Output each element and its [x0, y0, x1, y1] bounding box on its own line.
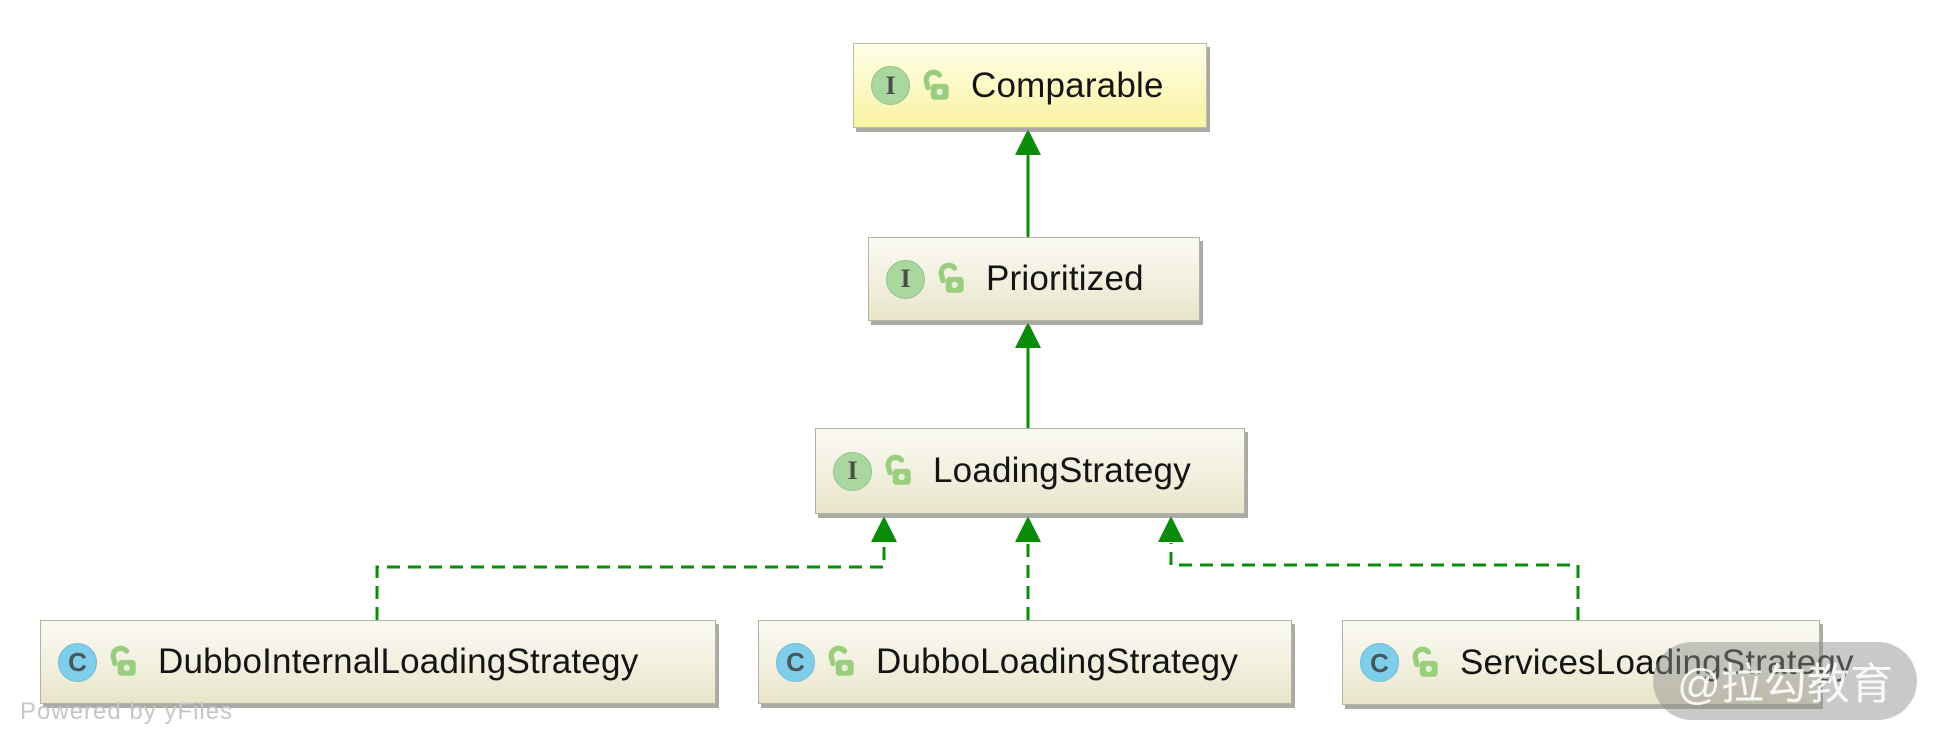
- node-label: DubboLoadingStrategy: [876, 642, 1239, 681]
- public-lock-icon: [1412, 646, 1438, 677]
- node-loading-strategy[interactable]: I LoadingStrategy: [815, 428, 1245, 514]
- public-lock-icon: [885, 454, 911, 485]
- interface-icon: I: [886, 259, 925, 299]
- public-lock-icon: [828, 645, 854, 676]
- node-services-loading-strategy[interactable]: C ServicesLoadingStrategy: [1342, 620, 1854, 705]
- node-label: DubboInternalLoadingStrategy: [158, 642, 639, 681]
- edge-implements-dubbointernal-loadingstrategy: [375, 516, 897, 620]
- node-dubbo-loading-strategy[interactable]: C DubboLoadingStrategy: [758, 620, 1292, 704]
- interface-icon: I: [833, 451, 872, 491]
- node-label: LoadingStrategy: [933, 451, 1191, 490]
- powered-by-yfiles-label: Powered by yFiles: [20, 698, 234, 725]
- node-comparable[interactable]: I Comparable: [853, 43, 1207, 128]
- lagou-watermark: @拉勾教育: [1653, 642, 1917, 720]
- edge-extends-prioritized-comparable: [1015, 129, 1041, 237]
- edge-extends-loadingstrategy-prioritized: [1015, 322, 1041, 428]
- node-dubbo-internal-loading-strategy[interactable]: C DubboInternalLoadingStrategy: [40, 620, 716, 704]
- edge-implements-dubboloading-loadingstrategy: [1015, 516, 1041, 620]
- public-lock-icon: [923, 69, 949, 100]
- node-label: Prioritized: [986, 259, 1144, 298]
- class-icon: C: [776, 642, 815, 682]
- public-lock-icon: [110, 645, 136, 676]
- node-label: Comparable: [971, 65, 1164, 105]
- interface-icon: I: [871, 66, 910, 105]
- watermark-text: @拉勾教育: [1677, 661, 1893, 709]
- node-label: ServicesLoadingStrategy: [1460, 642, 1854, 682]
- node-prioritized[interactable]: I Prioritized: [868, 237, 1200, 321]
- class-icon: C: [1360, 643, 1399, 682]
- public-lock-icon: [938, 262, 964, 293]
- class-icon: C: [58, 642, 97, 682]
- edge-implements-servicesloading-loadingstrategy: [1158, 516, 1580, 620]
